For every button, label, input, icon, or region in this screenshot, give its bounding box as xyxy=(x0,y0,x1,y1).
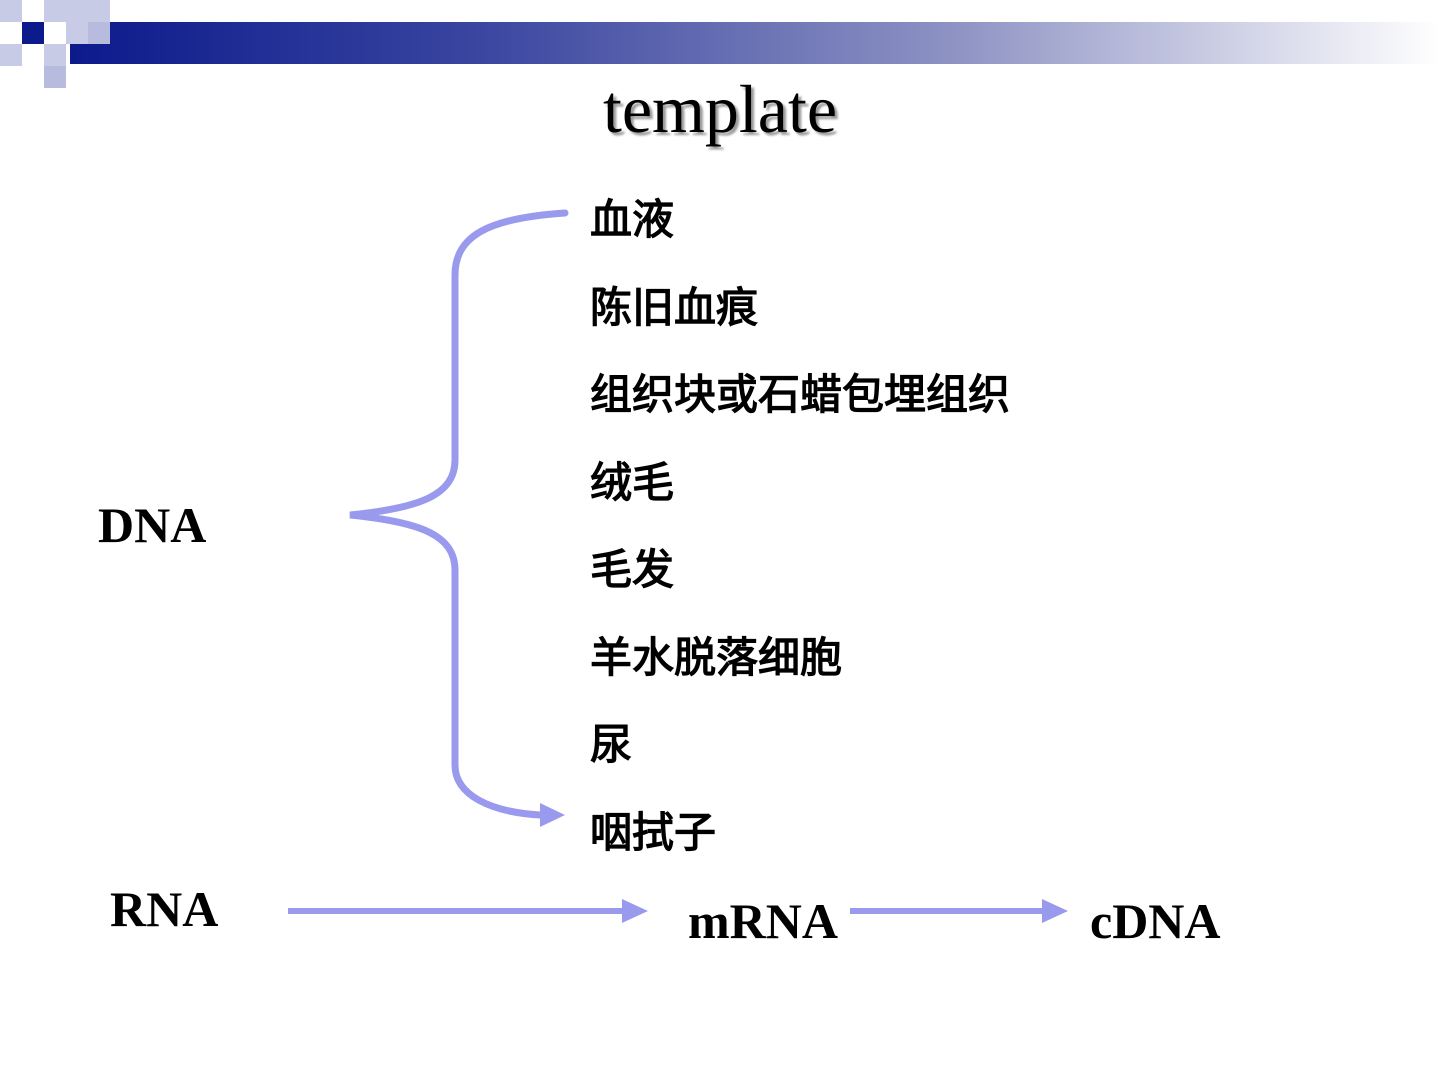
sample-item-urine: 尿 xyxy=(590,720,633,769)
header-logo-square xyxy=(66,22,88,44)
header-logo-square xyxy=(44,44,66,66)
dna-label: DNA xyxy=(98,497,207,553)
sample-item-villus: 绒毛 xyxy=(590,457,675,507)
sample-item-old-bloodstain: 陈旧血痕 xyxy=(590,282,759,332)
header-logo-square xyxy=(0,44,22,66)
slide-title: template xyxy=(602,71,838,147)
header-logo-square xyxy=(88,22,110,44)
sample-item-tissue-paraffin: 组织块或石蜡包埋组织 xyxy=(590,370,1011,419)
header-logo-square xyxy=(44,66,66,88)
rna-label: RNA xyxy=(110,881,219,937)
sample-item-blood: 血液 xyxy=(590,195,675,244)
rna-to-mrna-arrowhead xyxy=(622,899,648,923)
header-gradient-band xyxy=(70,22,1440,64)
header-logo-square xyxy=(88,0,110,22)
mrna-to-cdna-arrowhead xyxy=(1042,899,1068,923)
header-logo-square xyxy=(22,22,44,44)
sample-item-amniotic-cells: 羊水脱落细胞 xyxy=(590,632,843,682)
brace-arrowhead xyxy=(540,803,565,827)
sample-item-throat-swab: 咽拭子 xyxy=(590,807,717,857)
sample-source-list: 血液 陈旧血痕 组织块或石蜡包埋组织 绒毛 毛发 羊水脱落细胞 尿 咽拭子 xyxy=(590,190,1010,890)
sample-brace xyxy=(349,209,569,819)
cdna-label: cDNA xyxy=(1090,893,1221,949)
mrna-label: mRNA xyxy=(688,893,838,949)
sample-item-hair: 毛发 xyxy=(590,545,675,594)
header-logo-square xyxy=(0,0,22,22)
header-logo-square xyxy=(66,0,88,22)
header-logo-square xyxy=(44,0,66,22)
